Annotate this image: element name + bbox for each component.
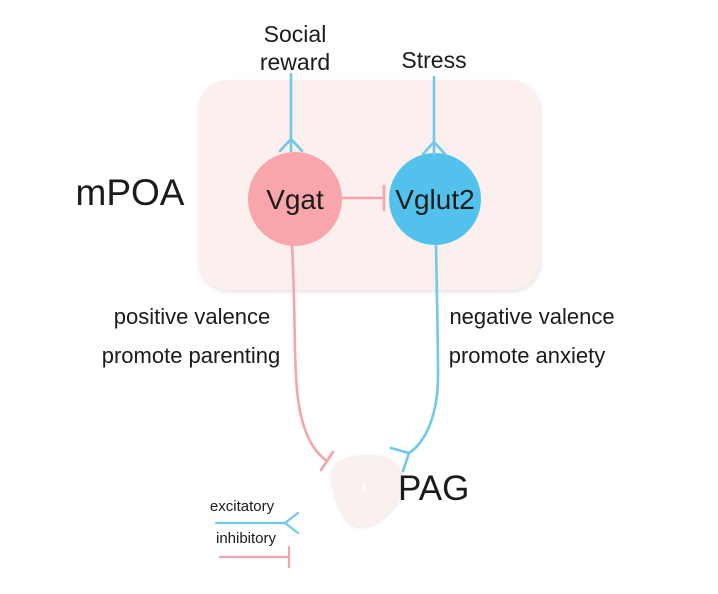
legend-inhibitory-label: inhibitory <box>215 530 277 547</box>
vgat-node-label: Vgat <box>266 184 324 215</box>
excitatory-fork-icon <box>389 446 411 473</box>
vgat-to-vglut2-inhibitory-arrow <box>341 184 386 212</box>
inhibitory-tbar-icon <box>319 450 335 472</box>
vgat-to-pag-inhibitory-arrow <box>290 244 329 463</box>
stress-input-arrow <box>421 75 447 156</box>
vglut2-node <box>389 153 481 245</box>
legend-excitatory-arrow-icon <box>214 511 300 535</box>
promote-parenting-label: promote parenting <box>101 343 281 368</box>
positive-valence-label: positive valence <box>113 304 271 329</box>
vgat-node <box>248 152 342 246</box>
legend-excitatory-label: excitatory <box>209 498 275 515</box>
vglut2-node-label: Vglut2 <box>395 184 475 215</box>
pag-blob-highlight <box>362 482 366 492</box>
promote-anxiety-label: promote anxiety <box>448 343 606 368</box>
social-reward-input-arrow <box>278 72 304 153</box>
social-reward-label: Social reward <box>259 21 331 76</box>
stress-label: Stress <box>401 47 467 73</box>
mpoa-region-label: mPOA <box>75 172 185 213</box>
negative-valence-label: negative valence <box>449 304 615 329</box>
pag-region-blob <box>331 454 404 527</box>
legend-inhibitory-arrow-icon <box>218 545 291 569</box>
vglut2-to-pag-excitatory-arrow <box>407 244 440 455</box>
pag-region-label: PAG <box>398 469 470 508</box>
